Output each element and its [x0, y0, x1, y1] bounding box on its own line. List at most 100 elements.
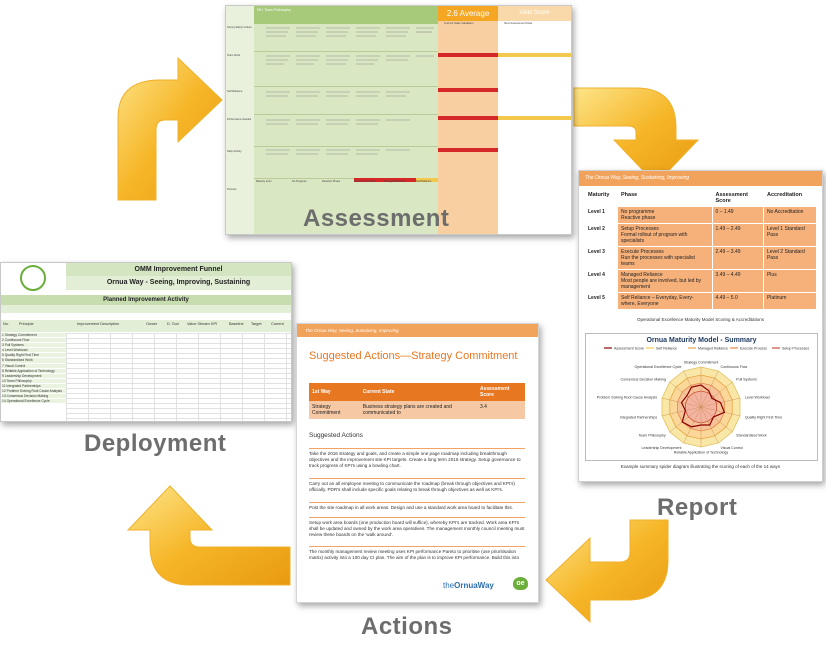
table-row: Level 5 Self Reliance – Everyday, Every-…: [584, 292, 818, 310]
action-paragraph: Post the site roadmap in all work areas.…: [309, 502, 525, 511]
actions-document: The Ornua Way, Seeing, Sustaining, Impro…: [296, 323, 539, 603]
radar-spoke: [700, 381, 733, 408]
th-maturity: Maturity: [584, 189, 618, 207]
radar-legend-label: Managed Reliance: [698, 347, 728, 351]
label-assessment: Assessment: [303, 205, 450, 232]
footer-label: Maturity level: [256, 180, 272, 183]
principle-row: 10 Team Philosophy: [1, 378, 66, 384]
radar-axis-label: Pull Systems: [736, 377, 757, 381]
ornua-way-brand: theOrnuaWay: [443, 581, 494, 590]
label-report: Report: [657, 494, 738, 521]
row-label: Performance Results: [227, 118, 252, 121]
deploy-subtitle: Ornua Way - Seeing, Improving, Sustainin…: [66, 276, 291, 290]
th-score: Assessment Score: [711, 189, 764, 207]
radar-axis-label: Standardised Work: [736, 434, 767, 438]
th-phase: Phase: [617, 189, 713, 207]
action-paragraph: Take the 2016 strategy and goals, and cr…: [309, 448, 525, 469]
row-label: Process: [227, 188, 237, 191]
row-label: Daily Activity: [227, 150, 242, 153]
principle-row: 14 Operational Excellence Cycle: [1, 399, 66, 405]
arrow-to-deployment: [126, 485, 291, 586]
principle-row: 2 Continuous Flow: [1, 338, 66, 344]
radar-spoke: [700, 406, 741, 417]
radar-axis-label: Consensus Decision Making: [620, 377, 665, 381]
radar-spoke: [669, 381, 702, 408]
footer-label: No Progress: [292, 180, 307, 183]
radar-caption: Example summary spider diagram illustrat…: [620, 464, 781, 469]
radar-axis-label: Reliable Application of Technology: [674, 451, 729, 455]
radar-title: Ornua Maturity Model - Summary: [646, 337, 757, 344]
row-label: Team Work: [227, 54, 241, 57]
maturity-table: Maturity Phase Assessment Score Accredit…: [584, 189, 818, 310]
radar-axis-label: Integrated Partnerships: [620, 416, 658, 420]
footer-label: Formal Processes: [354, 180, 375, 183]
report-page: The Ornua Way, Seeing, Sustaining, Impro…: [578, 170, 823, 482]
deploy-title: OMM Improvement Funnel: [66, 263, 291, 276]
score-bar: [498, 116, 571, 120]
score-bar: [438, 53, 498, 57]
arrow-to-assessment: [117, 56, 223, 201]
principle-row: 12 Problem Solving Root Cause Analysis: [1, 389, 66, 395]
principle-row: 13 Consensus Decision Making: [1, 394, 66, 400]
radar-axis-label: Continuous Flow: [721, 365, 748, 369]
radar-spoke: [700, 370, 719, 408]
radar-legend-label: Self Reliance: [656, 347, 677, 351]
principle-row: 8 Reliable Application of Technology: [1, 368, 66, 374]
principle-row: 3 Pull Systems: [1, 343, 66, 349]
action-paragraph: The monthly management review meeting us…: [309, 546, 525, 561]
report-banner: The Ornua Way, Seeing, Sustaining, Impro…: [579, 171, 822, 186]
principle-row: 4 Level Workload: [1, 348, 66, 354]
ornua-logo-icon: [20, 265, 46, 291]
action-paragraph: Carry out an all employee meeting to com…: [309, 478, 525, 493]
row-label-column: [226, 6, 254, 234]
radar-axis-label: Level Workload: [745, 395, 770, 399]
principle-row: 5 Quality Right First Time: [1, 353, 66, 359]
actions-subheading: Suggested Actions: [309, 432, 363, 439]
radar-legend-label: Execute Process: [740, 347, 767, 351]
principle-row: 1 Strategy Commitment: [1, 333, 66, 339]
score-bar: [498, 53, 571, 57]
score-bar: [438, 116, 498, 120]
score-bar: [354, 178, 438, 182]
principle-row: 6 Standardised Work: [1, 358, 66, 364]
radar-axis-label: Leadership Development: [642, 446, 682, 450]
assessment-header: 5S / Team Philosophy: [254, 6, 462, 24]
principle-row: 7 Visual Control: [1, 363, 66, 369]
th-accreditation: Accreditation: [762, 189, 818, 207]
radar-spoke: [683, 406, 702, 444]
radar-legend-label: Assessment Score: [614, 347, 644, 351]
activity-grid: [66, 333, 291, 421]
score-bar: [416, 178, 438, 182]
radar-axis-label: Visual Control: [721, 446, 744, 450]
radar-axis-label: Strategy Commitment: [684, 361, 719, 365]
footer-label: Managed Reliance: [384, 180, 406, 183]
row-label: Self Reliance: [227, 90, 243, 93]
radar-axis-label: Team Philosophy: [638, 434, 666, 438]
assessment-sheet: 5S / Team Philosophy 2.6 Average Valid S…: [225, 5, 572, 235]
radar-axis-label: Operational Excellence Cycle: [635, 365, 682, 369]
radar-assessment-series: [680, 384, 726, 428]
row-label: Strong Safety Culture: [227, 26, 252, 29]
radar-spoke: [669, 406, 702, 433]
average-score-badge: 2.6 Average: [438, 6, 498, 21]
radar-spoke: [700, 406, 733, 433]
deployment-sheet: OMM Improvement Funnel Ornua Way - Seein…: [0, 262, 292, 422]
footer-label: Self Reliance: [416, 180, 432, 183]
valid-score-badge: Valid Score: [498, 6, 571, 21]
table-caption: Operational Excellence Maturity Model Sc…: [636, 317, 765, 322]
radar-chart-box: Ornua Maturity Model - Summary Strategy …: [585, 333, 818, 461]
oe-logo-icon: oe: [513, 577, 528, 590]
criteria-text-lines: [266, 27, 434, 155]
actions-title: Suggested Actions—Strategy Commitment: [309, 350, 518, 362]
principle-row: 9 Leadership Development: [1, 373, 66, 379]
footer-label: Reactive Phase: [322, 180, 341, 183]
radar-spoke: [661, 406, 702, 417]
radar-axis-label: Quality Right First Time: [745, 416, 782, 420]
score-bar: [438, 148, 498, 152]
deploy-column-headers: No. Principle Improvement Description Ow…: [1, 320, 291, 332]
